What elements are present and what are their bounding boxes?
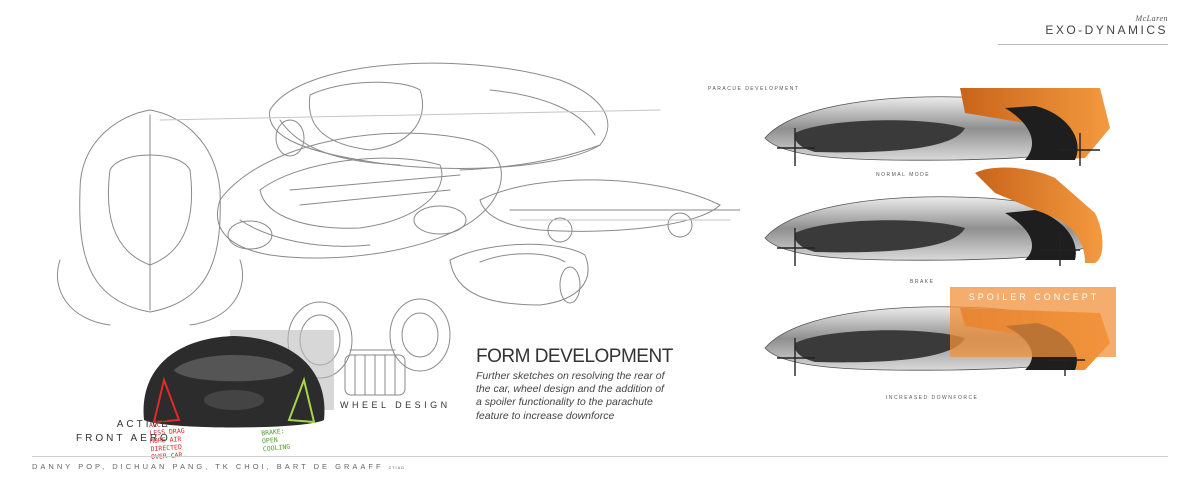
sketch-car-front — [56, 109, 244, 326]
note-line: COOLING — [262, 442, 291, 454]
desc-line: Further sketches on resolving the rear o… — [476, 370, 665, 382]
desc-line: feature to increase downforce — [476, 409, 615, 422]
form-description: Further sketches on resolving the rear o… — [476, 370, 738, 423]
brand-block: McLaren EXO-DYNAMICS — [1045, 14, 1168, 37]
sketch-car-small — [449, 243, 589, 306]
car-normal-mode — [764, 88, 1110, 166]
spoiler-concept-label: SPOILER CONCEPT — [968, 292, 1100, 302]
front-aero-render — [143, 330, 334, 428]
form-title: FORM DEVELOPMENT — [476, 346, 673, 367]
note-brake: BRAKE: OPEN COOLING — [261, 427, 291, 454]
mode-renders — [764, 88, 1110, 376]
footer-divider — [32, 456, 1168, 457]
credits-tag: ZTIAD — [388, 465, 406, 470]
wheel-design-label: WHEEL DESIGN — [340, 400, 451, 410]
label-line: FRONT AERO — [76, 433, 171, 444]
spoiler-concept-box — [950, 287, 1116, 357]
brand-divider — [998, 44, 1168, 45]
car-brake-mode — [764, 167, 1103, 266]
label-brake: BRAKE — [910, 279, 935, 285]
sketch-car-side — [479, 179, 740, 243]
sketch-car-top — [269, 62, 609, 171]
sketch-car-center — [217, 132, 502, 259]
credits-names: DANNY POP, DICHUAN PANG, TK CHOI, BART D… — [32, 462, 384, 471]
credits: DANNY POP, DICHUAN PANG, TK CHOI, BART D… — [32, 462, 405, 471]
desc-line: a spoiler functionality to the parachute — [476, 396, 653, 409]
brand-maker: McLaren — [1135, 14, 1168, 23]
sketch-collage — [56, 62, 740, 396]
label-increased-downforce: INCREASED DOWNFORCE — [886, 395, 979, 401]
brand-title: EXO-DYNAMICS — [1045, 23, 1168, 37]
label-line: ACTIVE — [116, 419, 171, 430]
label-normal-mode: NORMAL MODE — [876, 172, 931, 178]
desc-line: the car, wheel design and the addition o… — [476, 383, 664, 396]
active-aero-label: ACTIVE FRONT AERO — [76, 418, 171, 446]
section-label: PARACUE DEVELOPMENT — [708, 86, 800, 92]
